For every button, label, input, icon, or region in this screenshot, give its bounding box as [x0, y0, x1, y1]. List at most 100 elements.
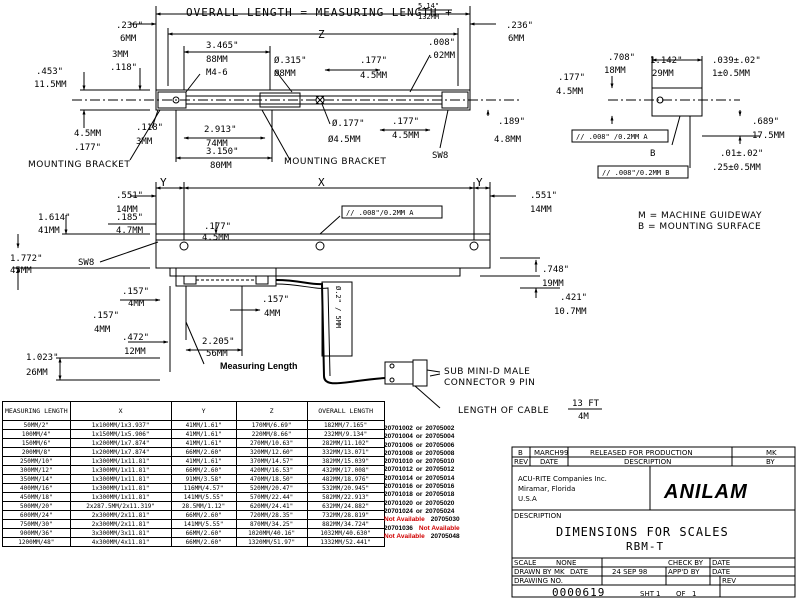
table-cell: 870MM/34.25" — [235, 519, 308, 529]
front-551l-mm: 14MM — [116, 205, 138, 215]
tb-date-val-label: DATE — [570, 568, 588, 576]
part-number: 20701020 — [384, 499, 413, 507]
legend-b: B = MOUNTING SURFACE — [638, 222, 761, 232]
overall-add-mm: 132MM — [418, 13, 439, 21]
dim-189-in: .189" — [498, 117, 525, 127]
cable-length-in: 13 FT — [572, 399, 600, 409]
front-y-left: Y — [160, 176, 168, 189]
tb-date-val: 24 SEP 98 — [612, 568, 647, 576]
overall-length-label: OVERALL LENGTH = MEASURING LENGTH + — [186, 6, 453, 19]
dim-177b-mm: Ø4.5MM — [328, 134, 361, 145]
table-cell: 66MM/2.60" — [170, 510, 237, 520]
dim-m46: M4-6 — [206, 68, 228, 78]
dim-118-in: .118" — [136, 123, 163, 133]
table-cell: 182MM/7.165" — [306, 420, 385, 430]
part-number: 20701008 — [384, 449, 413, 457]
front-177-in: .177" — [204, 222, 231, 232]
table-cell: 582MM/22.913" — [306, 492, 385, 502]
part-number: 20705008 — [425, 449, 455, 457]
tb-appd-label: APP'D BY — [668, 568, 700, 576]
dim-453-in: .453" — [36, 67, 63, 77]
front-157b-mm: 4MM — [264, 309, 281, 319]
title-block — [511, 446, 796, 598]
table-row: 900MM/36"3x300MM/3x11.81"66MM/2.60"1020M… — [2, 528, 385, 538]
part-number-separator: or — [415, 441, 423, 449]
table-cell: 4x300MM/4x11.81" — [69, 537, 172, 547]
tb-company-2: Miramar, Florida — [518, 485, 575, 493]
table-cell: 170MM/6.69" — [235, 420, 308, 430]
table-cell: 41MM/1.61" — [170, 429, 237, 439]
front-sw8: SW8 — [78, 258, 94, 268]
part-number-separator: or — [415, 433, 423, 441]
part-number: 20705002 — [425, 425, 455, 432]
table-cell: 41MM/1.61" — [170, 456, 237, 466]
part-number: 20705020 — [425, 499, 455, 507]
table-cell: 720MM/28.35" — [235, 510, 308, 520]
front-551r-mm: 14MM — [530, 205, 552, 215]
connector-line2: CONNECTOR 9 PIN — [444, 378, 535, 388]
front-2205-mm: 56MM — [206, 349, 228, 359]
table-cell: 532MM/20.945" — [306, 483, 385, 493]
legend-m: M = MACHINE GUIDEWAY — [638, 211, 762, 221]
table-cell: 41MM/1.61" — [170, 420, 237, 430]
dim-453-mm: 11.5MM — [34, 80, 67, 90]
dim-118-top: .118" — [110, 63, 137, 73]
part-number: 20701016 — [384, 483, 413, 491]
table-row: 450MM/18"1x300MM/1x11.81"141MM/5.55"570M… — [2, 492, 385, 502]
front-551l-in: .551" — [116, 191, 143, 201]
table-cell: 450MM/18" — [2, 492, 71, 502]
front-185-mm: 4.7MM — [116, 226, 144, 236]
table-cell: 620MM/24.41" — [235, 501, 308, 511]
front-157b-in: .157" — [262, 295, 289, 305]
table-row: 50MM/2"1x100MM/1x3.937"41MM/1.61"170MM/6… — [2, 420, 385, 430]
table-row: 500MM/20"2x287.5MM/2x11.319"28.5MM/1.12"… — [2, 501, 385, 511]
table-cell: 3x300MM/3x11.81" — [69, 528, 172, 538]
part-number: 20705018 — [425, 491, 455, 499]
front-157c-mm: 4MM — [94, 325, 111, 335]
dim-177c-in: .177" — [392, 117, 419, 127]
side-view — [608, 56, 760, 168]
cable-diameter: Ø.2" / 5MM — [334, 286, 342, 328]
front-1772-in: 1.772" — [10, 254, 43, 264]
front-551r-in: .551" — [530, 191, 557, 201]
front-185-in: .185" — [116, 213, 143, 223]
table-header-row: MEASURING LENGTH X Y Z OVERALL LENGTH — [2, 401, 385, 421]
side-tolerance-a: // .008" /0.2MM A — [576, 133, 648, 141]
dim-315-mm: Ø8MM — [274, 68, 296, 79]
dim-3mm: 3MM — [112, 50, 129, 60]
cable-length-label: LENGTH OF CABLE — [458, 406, 549, 416]
table-cell: 332MM/13.071" — [306, 447, 385, 457]
table-cell: 1x200MM/1x7.874" — [69, 447, 172, 457]
tb-desc-label: DESCRIPTION — [514, 512, 561, 520]
table-cell: 350MM/14" — [2, 474, 71, 484]
part-number: 20705014 — [425, 474, 455, 482]
col-overall-length: OVERALL LENGTH — [306, 401, 385, 421]
table-row: 200MM/8"1x200MM/1x7.874"66MM/2.60"320MM/… — [2, 447, 385, 457]
table-cell: 100MM/4" — [2, 429, 71, 439]
part-number: 20705048 — [430, 532, 460, 540]
part-number: Not Available — [418, 524, 460, 532]
table-cell: 400MM/16" — [2, 483, 71, 493]
table-cell: 200MM/8" — [2, 447, 71, 457]
table-cell: 141MM/5.55" — [170, 492, 237, 502]
tb-of-label: OF — [676, 590, 686, 598]
tb-sheet-label: SHT — [640, 590, 655, 598]
side-01-in: .01±.02" — [720, 149, 763, 159]
tb-title-1: DIMENSIONS FOR SCALES — [556, 525, 729, 539]
front-157c-in: .157" — [92, 311, 119, 321]
tb-rev-by: MK — [766, 449, 777, 457]
part-number: 20701002 — [384, 425, 413, 432]
dim-right-end-mm: 6MM — [508, 34, 525, 44]
top-view — [72, 6, 520, 162]
table-row: 250MM/10"1x300MM/1x11.81"41MM/1.61"370MM… — [2, 456, 385, 466]
dim-left-end-mm: 6MM — [120, 34, 137, 44]
col-y: Y — [170, 401, 237, 421]
